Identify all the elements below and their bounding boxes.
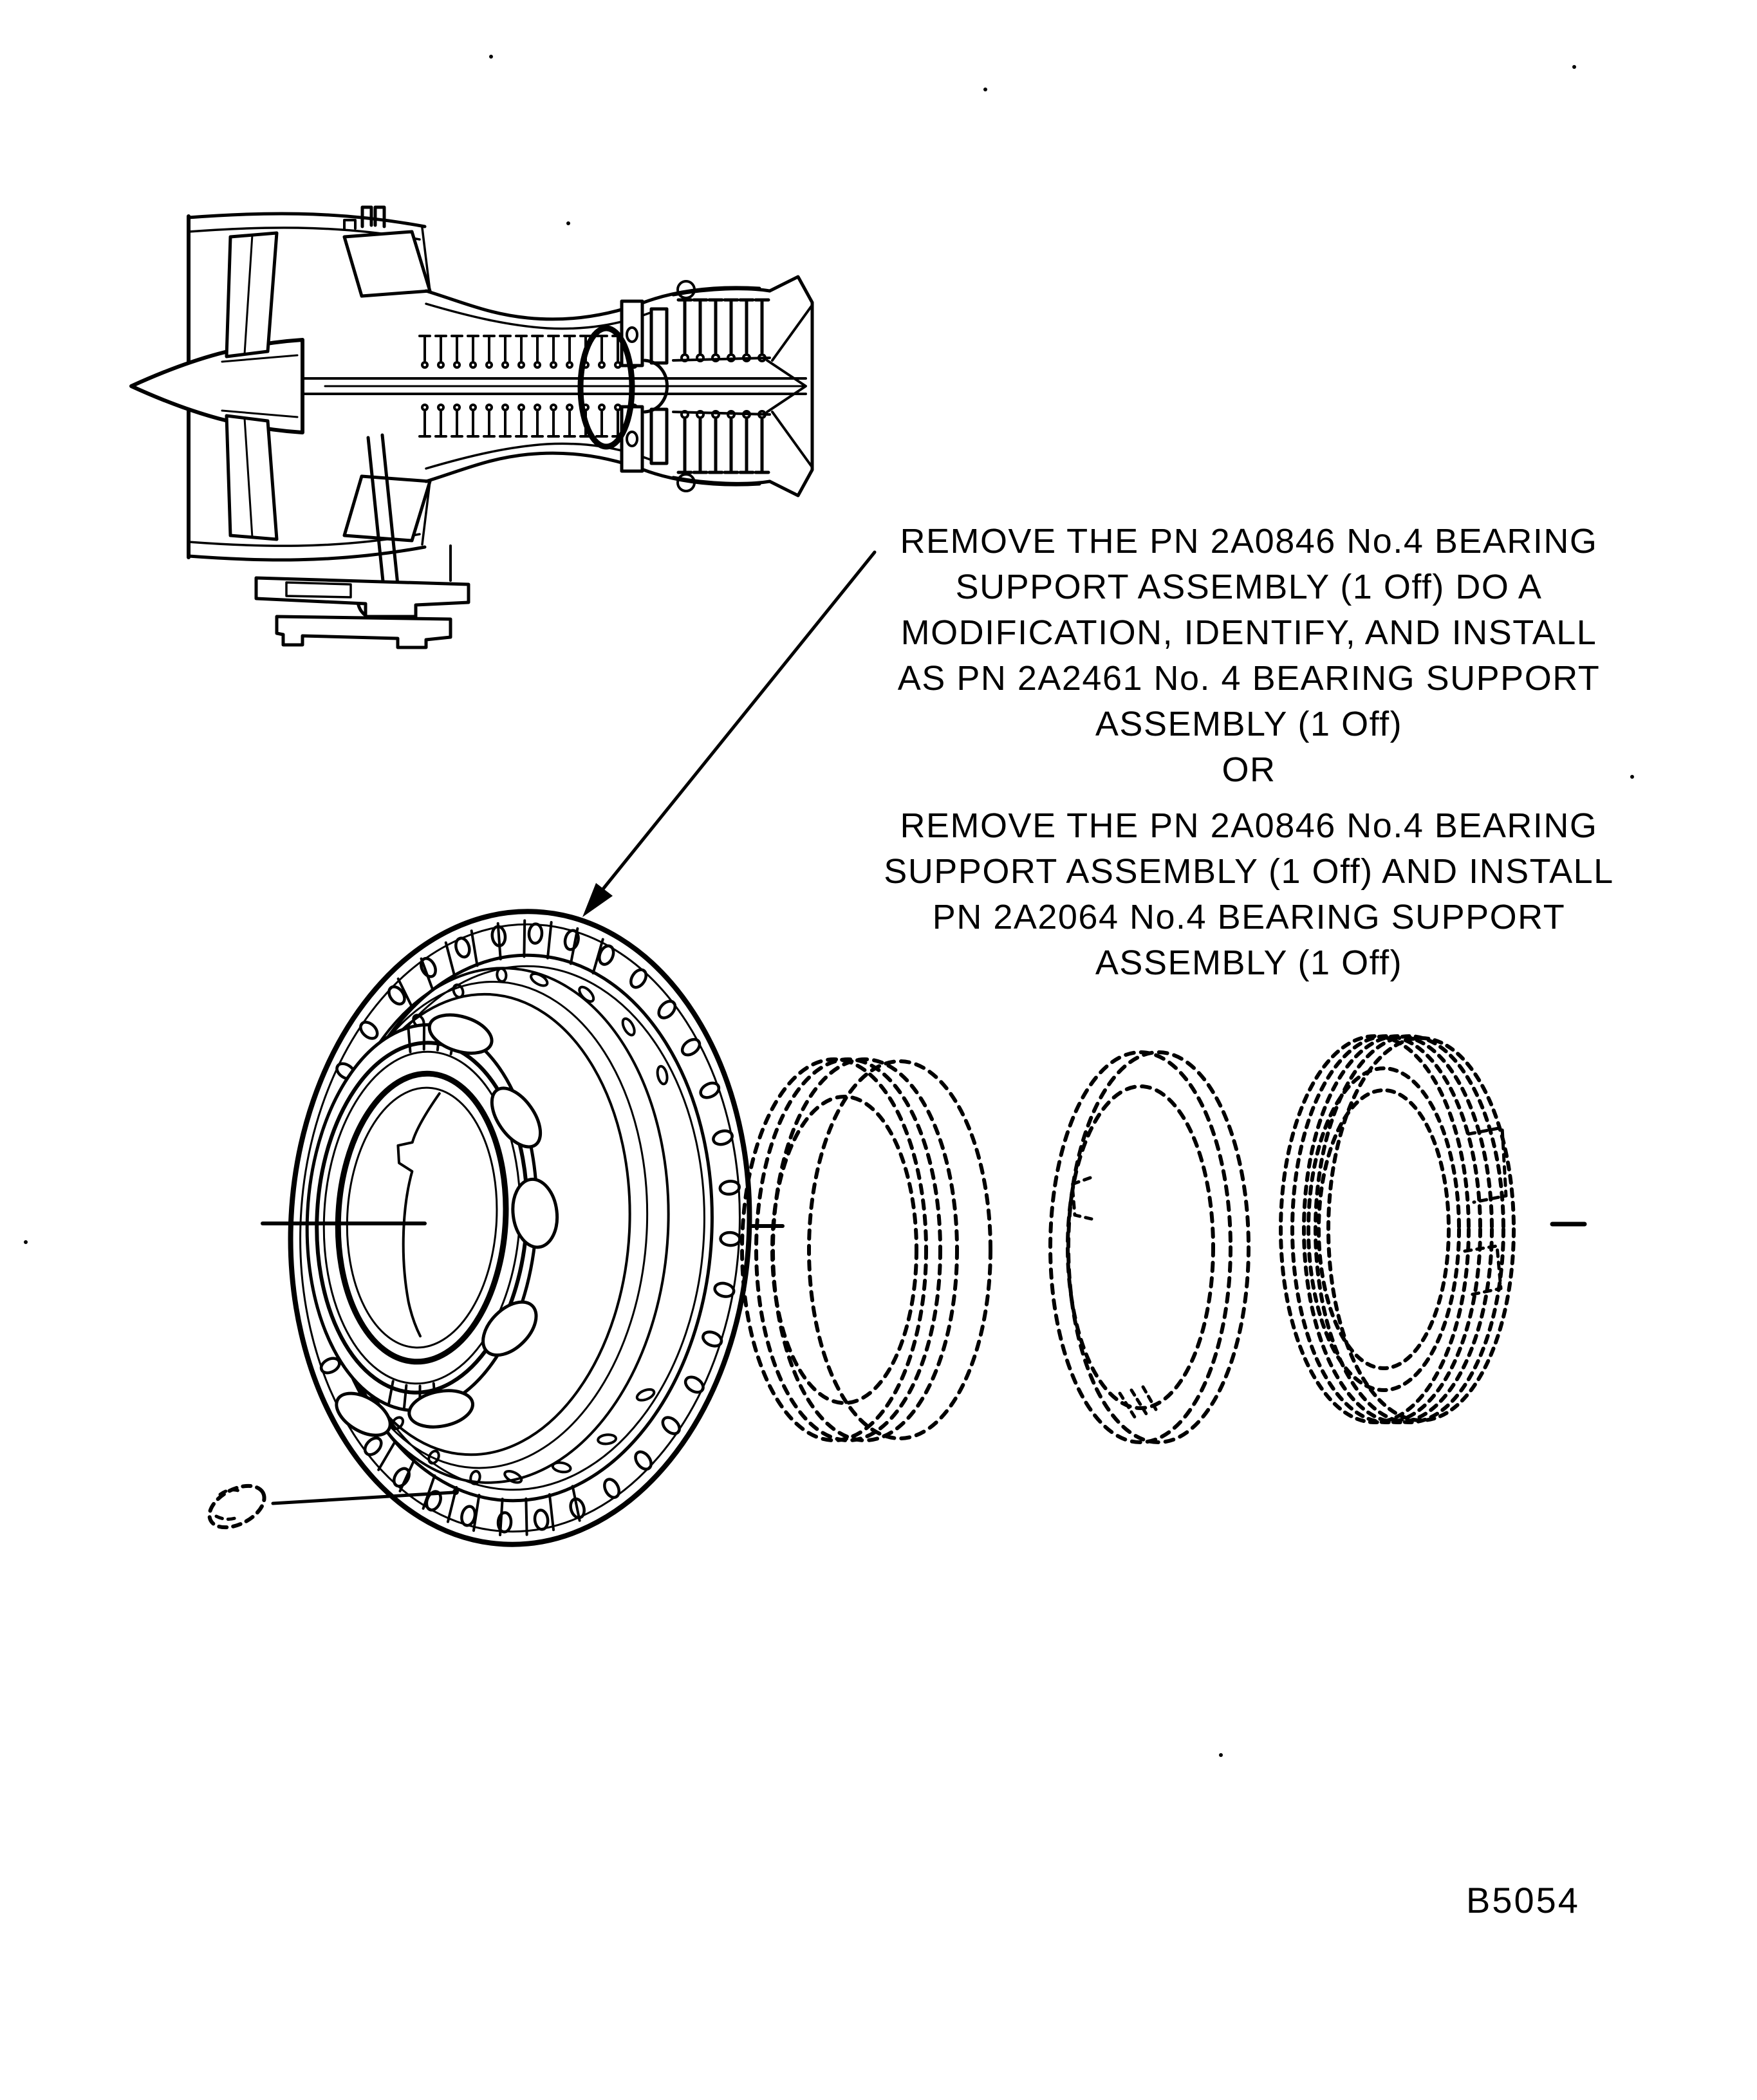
flange-rim-hatching	[377, 919, 604, 1536]
or-separator: OR	[1222, 750, 1276, 789]
bearing-support-assembly-drawing	[288, 909, 752, 1547]
figure-code: B5054	[1466, 1880, 1580, 1920]
instruction-line: PN 2A2064 No.4 BEARING SUPPORT	[932, 898, 1566, 936]
instruction-line: ASSEMBLY (1 Off)	[1095, 943, 1403, 982]
instruction-line: AS PN 2A2461 No. 4 BEARING SUPPORT	[897, 659, 1601, 698]
instruction-line: ASSEMBLY (1 Off)	[1095, 705, 1403, 743]
fan-blade-top	[225, 231, 279, 358]
engine-shaft	[301, 377, 807, 395]
engine-cutaway-drawing	[129, 205, 814, 649]
no4-bearing-location-ellipse	[577, 325, 635, 450]
accessory-gearbox	[254, 576, 470, 618]
exhaust-nozzle	[768, 275, 814, 497]
seal-ring-1-drawing	[740, 1057, 992, 1442]
instruction-line: SUPPORT ASSEMBLY (1 Off) DO A	[955, 568, 1543, 606]
gearbox-lower-plate	[275, 615, 452, 649]
cone-slot-holes	[503, 972, 669, 1484]
instruction-line: MODIFICATION, IDENTIFY, AND INSTALL	[900, 613, 1597, 652]
ring-2-tab	[1070, 1176, 1093, 1221]
instruction-line: REMOVE THE PN 2A0846 No.4 BEARING	[900, 806, 1598, 845]
instruction-text-block: REMOVE THE PN 2A0846 No.4 BEARING SUPPOR…	[835, 519, 1662, 986]
leader-arrow	[582, 550, 877, 917]
cone-windows	[335, 1013, 559, 1437]
hub-bore	[335, 1070, 509, 1365]
fan-ogv-top	[342, 230, 432, 298]
spinner-cone	[129, 338, 304, 434]
turbine-blade-rows	[676, 298, 770, 474]
tower-shaft	[366, 433, 401, 602]
fan-case-top	[187, 212, 427, 228]
seal-ring-2-drawing	[1048, 1050, 1250, 1444]
ring-3-tab-upper	[1467, 1126, 1508, 1204]
bolt-leader-line	[271, 1491, 455, 1505]
ring-3-tab-lower	[1463, 1244, 1503, 1297]
seal-ring-3-drawing	[1279, 1034, 1516, 1424]
instruction-line: REMOVE THE PN 2A0846 No.4 BEARING	[900, 522, 1598, 561]
case-top-prongs	[360, 205, 386, 228]
bolt-detail	[207, 1483, 459, 1530]
fan-case-bottom	[187, 545, 427, 562]
arrowhead	[582, 883, 613, 917]
instruction-line: SUPPORT ASSEMBLY (1 Off) AND INSTALL	[884, 852, 1614, 891]
phantom-bolt	[207, 1483, 266, 1530]
bore-key-profile	[396, 1092, 441, 1338]
fan-blade-bottom	[225, 414, 279, 541]
scan-specks	[24, 55, 1634, 1757]
ring-2-hatch	[1118, 1385, 1158, 1421]
